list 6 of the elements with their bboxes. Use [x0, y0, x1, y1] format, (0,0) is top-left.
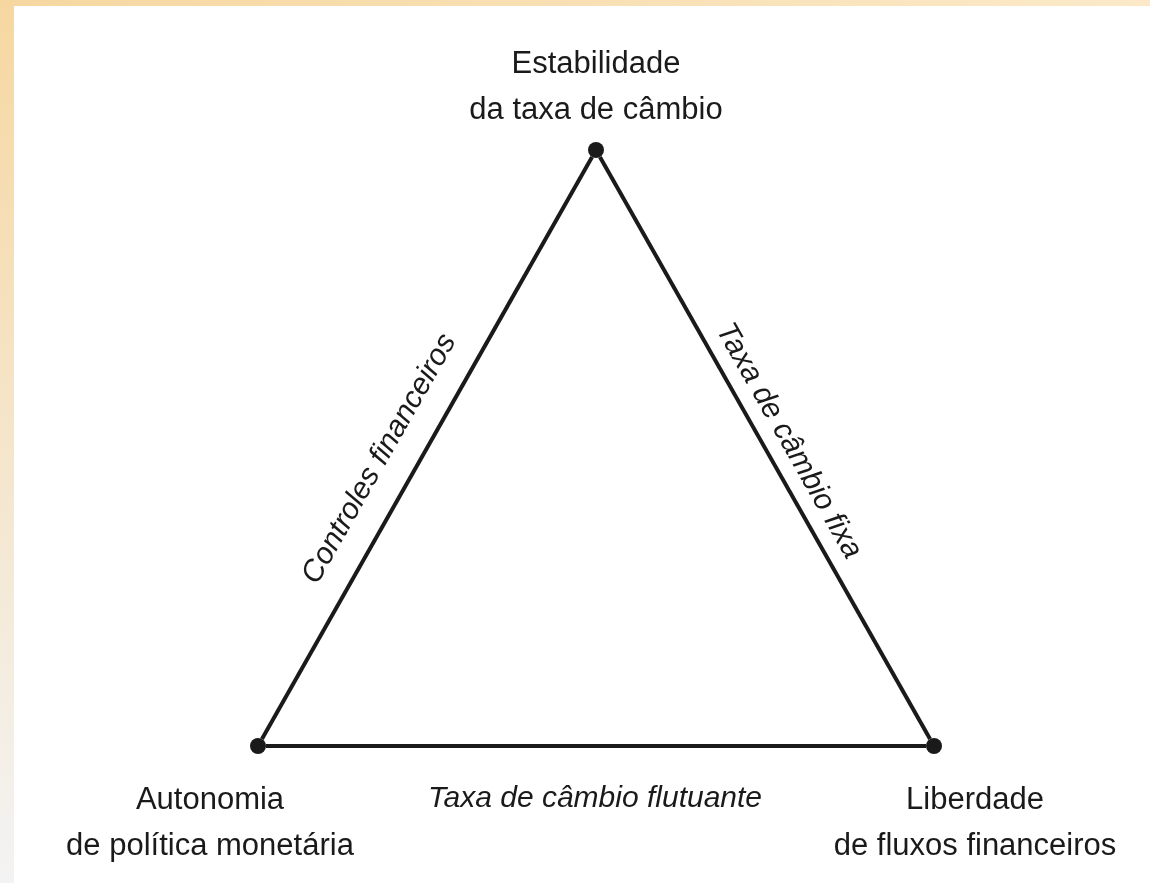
triangle-side-line: [598, 155, 932, 741]
vertex-label: Autonomia de política monetária: [65, 780, 355, 864]
vertex-label: Liberdade de fluxos financeiros: [832, 780, 1118, 864]
vertex-label: Estabilidade da taxa de câmbio: [468, 44, 724, 128]
triangle-side-line: [266, 744, 926, 748]
triangle-side-line: [260, 155, 594, 741]
